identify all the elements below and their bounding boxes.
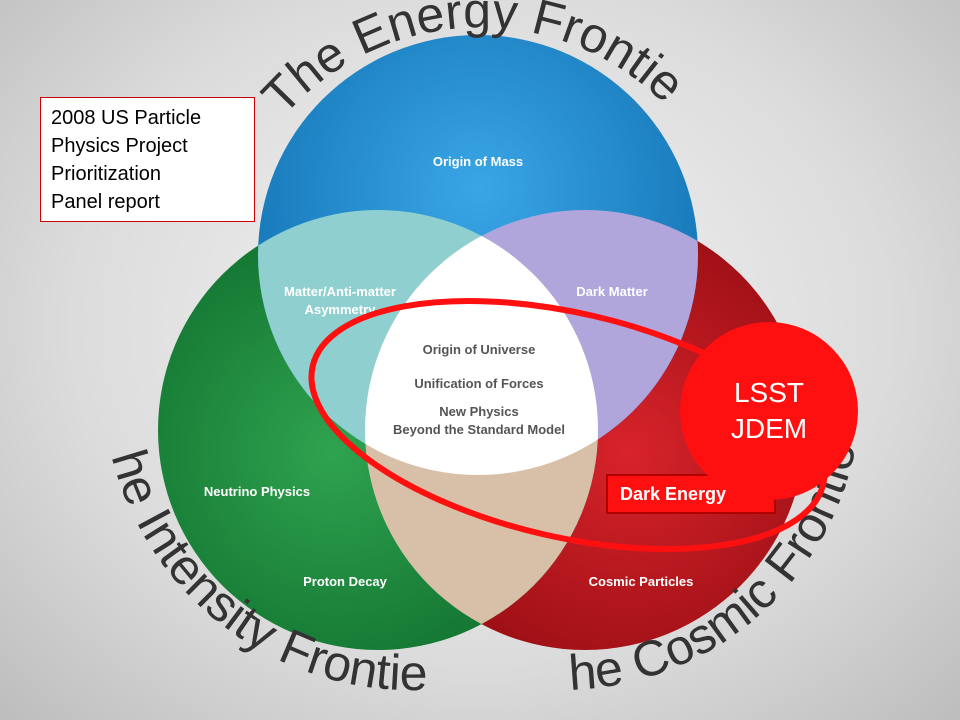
report-line: 2008 US Particle [51, 107, 202, 129]
report-caption-box: 2008 US Particle Physics Project Priorit… [40, 97, 255, 222]
label-neutrino-physics: Neutrino Physics [204, 484, 310, 499]
label-origin-of-mass: Origin of Mass [433, 154, 523, 169]
center-overlap [365, 210, 598, 475]
report-line: Prioritization [51, 163, 162, 185]
label-origin-of-universe: Origin of Universe [423, 342, 536, 357]
label-beyond-standard-model: Beyond the Standard Model [393, 422, 565, 437]
report-line: Physics Project [51, 135, 188, 157]
label-unification-of-forces: Unification of Forces [414, 376, 543, 391]
report-line: Panel report [51, 191, 160, 213]
label-cosmic-particles: Cosmic Particles [589, 574, 694, 589]
label-new-physics: New Physics [439, 404, 519, 419]
lsst-jdem-callout: LSST JDEM [680, 322, 858, 500]
label-asymmetry: Asymmetry [305, 302, 377, 317]
callout-line-lsst: LSST [733, 377, 805, 408]
dark-energy-text: Dark Energy [620, 483, 727, 504]
label-dark-matter: Dark Matter [576, 284, 648, 299]
callout-line-jdem: JDEM [730, 413, 808, 444]
label-matter-antimatter: Matter/Anti-matter [284, 284, 396, 299]
highlight-ellipse [308, 297, 828, 553]
label-proton-decay: Proton Decay [303, 574, 388, 589]
